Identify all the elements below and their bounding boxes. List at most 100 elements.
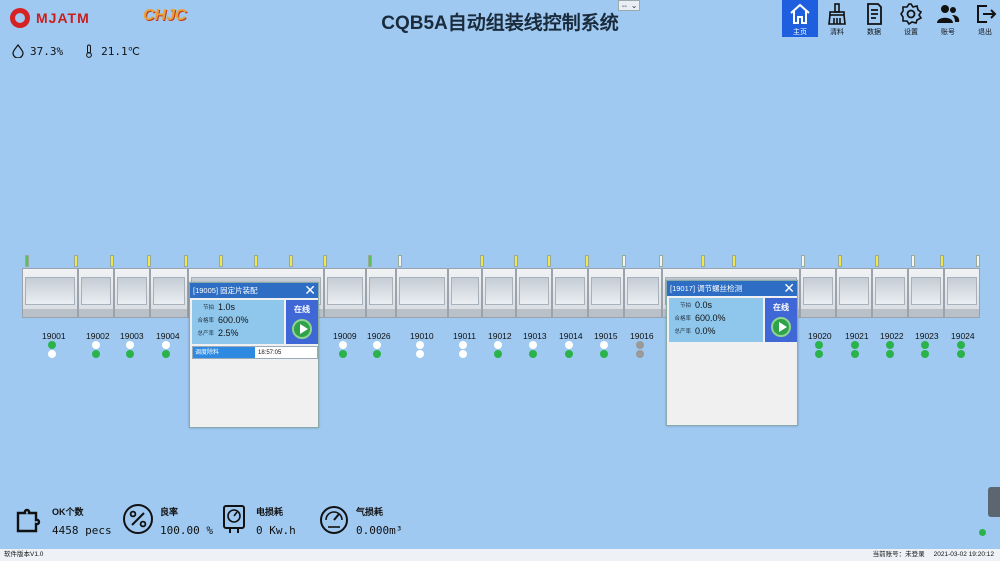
machine-19003[interactable] bbox=[114, 268, 150, 318]
nav-logout-label: 退出 bbox=[978, 29, 992, 36]
status-dot-19015-1 bbox=[600, 341, 608, 349]
stack-light bbox=[147, 255, 151, 267]
status-dot-19011-2 bbox=[459, 350, 467, 358]
online-status-text: 在线 bbox=[294, 305, 310, 314]
broom-icon bbox=[828, 3, 846, 25]
gear-icon bbox=[900, 3, 923, 26]
close-icon[interactable]: ✕ bbox=[783, 280, 795, 296]
nav-account-label: 账号 bbox=[941, 29, 955, 36]
stat-ok-count: OK个数 4458 pecs bbox=[14, 503, 112, 537]
machine-19024[interactable] bbox=[944, 268, 980, 318]
humidity-icon bbox=[12, 44, 24, 58]
nav-data-label: 数据 bbox=[867, 29, 881, 36]
current-datetime: 2021-03-02 19:20:12 bbox=[933, 551, 994, 558]
gauge-icon bbox=[320, 506, 348, 534]
stack-light bbox=[254, 255, 258, 267]
machine-19013[interactable] bbox=[516, 268, 552, 318]
nav-settings-label: 设置 bbox=[904, 29, 918, 36]
machine-19022[interactable] bbox=[872, 268, 908, 318]
stat-yield-title: 良率 bbox=[160, 507, 179, 517]
side-panel-handle[interactable] bbox=[988, 487, 1000, 517]
stat-yield-value: 100.00 % bbox=[160, 524, 213, 537]
puzzle-icon bbox=[16, 508, 41, 533]
status-dot-19009-2 bbox=[339, 350, 347, 358]
window-control[interactable]: ⇔ ⌄ bbox=[618, 0, 640, 11]
popup-title: [19005] 固定片装配 ✕ bbox=[190, 283, 318, 298]
nav-data[interactable]: 数据 bbox=[856, 0, 892, 37]
status-dot-19016-1 bbox=[636, 341, 644, 349]
logout-icon bbox=[977, 5, 997, 23]
machine-19004[interactable] bbox=[150, 268, 188, 318]
task-row: 调度除料 18:57:05 bbox=[192, 346, 318, 359]
stack-light bbox=[911, 255, 915, 267]
machine-19023[interactable] bbox=[908, 268, 944, 318]
task-time: 18:57:05 bbox=[255, 347, 317, 358]
nav-clear[interactable]: 清料 bbox=[819, 0, 855, 37]
play-icon[interactable] bbox=[771, 317, 791, 337]
machine-19001[interactable] bbox=[22, 268, 78, 318]
nav-settings[interactable]: 设置 bbox=[893, 0, 929, 37]
status-dot-19003-1 bbox=[126, 341, 134, 349]
nav-home-label: 主页 bbox=[793, 29, 807, 36]
machine-19011[interactable] bbox=[448, 268, 482, 318]
stack-light bbox=[514, 255, 518, 267]
stat-yield: 良率 100.00 % bbox=[122, 503, 213, 537]
stack-light bbox=[480, 255, 484, 267]
stack-light bbox=[74, 255, 78, 267]
machine-19014[interactable] bbox=[552, 268, 588, 318]
machine-19020[interactable] bbox=[800, 268, 836, 318]
machine-19015[interactable] bbox=[588, 268, 624, 318]
play-icon[interactable] bbox=[292, 319, 312, 339]
stack-light bbox=[732, 255, 736, 267]
machine-19009[interactable] bbox=[324, 268, 366, 318]
station-label-19012: 19012 bbox=[488, 331, 512, 341]
users-icon bbox=[937, 5, 960, 23]
pass-rate-label: 合格率 bbox=[674, 316, 691, 322]
close-icon[interactable]: ✕ bbox=[304, 282, 316, 298]
station-label-19004: 19004 bbox=[156, 331, 180, 341]
station-label-19016: 19016 bbox=[630, 331, 654, 341]
status-dot-19003-2 bbox=[126, 350, 134, 358]
chjc-logo: CHJC bbox=[143, 7, 187, 24]
humidity-value: 37.3% bbox=[30, 44, 64, 58]
popup-title-text: [19017] 调节螺丝检测 bbox=[670, 284, 743, 293]
temperature-value: 21.1℃ bbox=[101, 44, 140, 58]
status-dot-19022-2 bbox=[886, 350, 894, 358]
pass-rate-value: 600.0% bbox=[695, 313, 726, 323]
machine-19021[interactable] bbox=[836, 268, 872, 318]
mjatm-logo: MJATM bbox=[10, 8, 90, 28]
station-label-19023: 19023 bbox=[915, 331, 939, 341]
machine-19026[interactable] bbox=[366, 268, 396, 318]
stack-light bbox=[838, 255, 842, 267]
home-icon bbox=[790, 3, 810, 24]
stat-gas-value: 0.000m³ bbox=[356, 524, 403, 537]
machine-19016[interactable] bbox=[624, 268, 662, 318]
stack-light bbox=[976, 255, 980, 267]
status-dot-19010-1 bbox=[416, 341, 424, 349]
nav-account[interactable]: 账号 bbox=[930, 0, 966, 37]
popup-title: [19017] 调节螺丝检测 ✕ bbox=[667, 281, 797, 296]
machine-19010[interactable] bbox=[396, 268, 448, 318]
stack-light bbox=[875, 255, 879, 267]
machine-19012[interactable] bbox=[482, 268, 516, 318]
station-label-19014: 19014 bbox=[559, 331, 583, 341]
status-dot-19012-1 bbox=[494, 341, 502, 349]
software-version: 软件版本V1.0 bbox=[4, 551, 44, 558]
current-account: 当前账号：未登录 bbox=[872, 551, 925, 558]
nav-logout[interactable]: 退出 bbox=[967, 0, 1000, 37]
machine-19002[interactable] bbox=[78, 268, 114, 318]
cycle-value: 0.0s bbox=[695, 300, 713, 310]
nav-home[interactable]: 主页 bbox=[782, 0, 818, 37]
online-status-text: 在线 bbox=[773, 303, 789, 312]
status-dot-19002-1 bbox=[92, 341, 100, 349]
stack-light bbox=[219, 255, 223, 267]
stack-light bbox=[547, 255, 551, 267]
connection-status-dot bbox=[979, 529, 986, 536]
stack-light bbox=[659, 255, 663, 267]
status-dot-19013-1 bbox=[529, 341, 537, 349]
stack-light bbox=[940, 255, 944, 267]
stack-light bbox=[25, 255, 29, 267]
